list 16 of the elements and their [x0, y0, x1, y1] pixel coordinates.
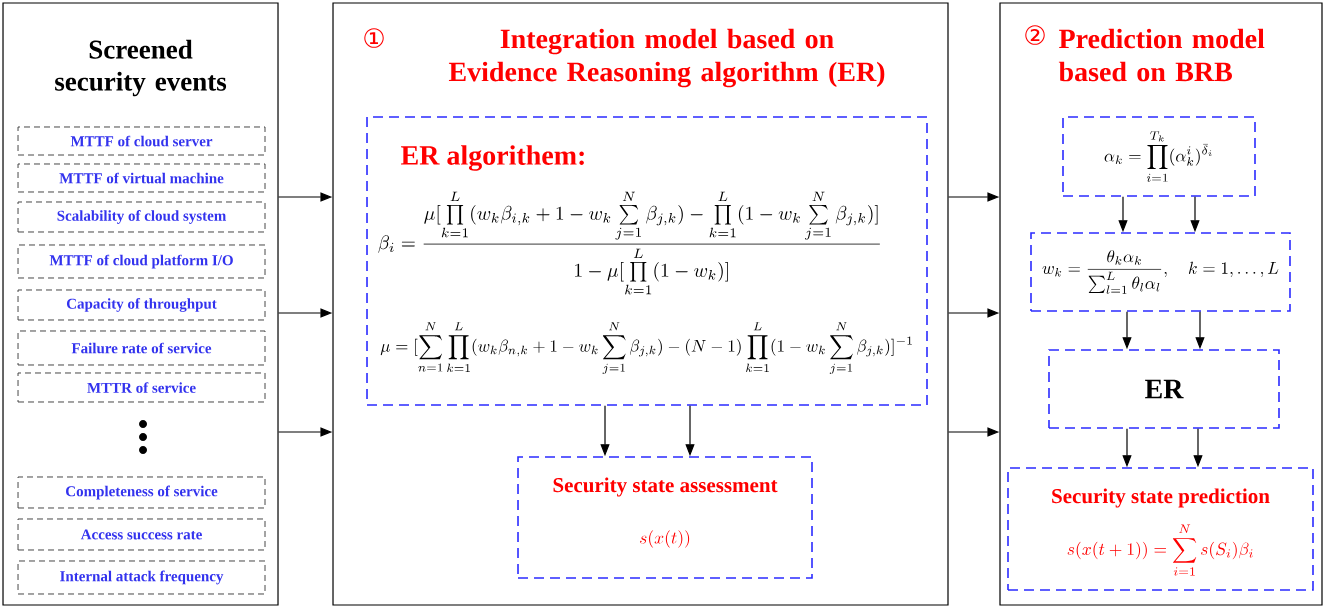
- event-box: MTTF of virtual machine: [17, 163, 266, 193]
- event-box: Completeness of service: [17, 476, 266, 509]
- event-box: MTTR of service: [17, 372, 266, 403]
- formula-box: $w_k=\frac{\theta_k\alpha_k}{\sum_{l=1}^{L}\theta_l\alpha_l},\quad k=1,\ldots,L$: [1030, 232, 1291, 312]
- event-box: Capacity of throughput: [17, 289, 266, 321]
- event-box: MTTF of cloud platform I/O: [17, 244, 266, 279]
- result-box: Security state assessment $s(x(t))$: [517, 456, 813, 579]
- event-box: Access success rate: [17, 518, 266, 551]
- event-box: MTTF of cloud server: [17, 126, 266, 156]
- event-box: Failure rate of service: [17, 330, 266, 366]
- process-box: ER: [1048, 349, 1280, 429]
- event-box: Internal attack frequency: [17, 560, 266, 595]
- result-box: Security state prediction $s(x(t+1))=\sum_{i=1}^{N}s(S_i)\beta_i$: [1007, 467, 1314, 591]
- event-box: Scalability of cloud system: [17, 201, 266, 233]
- formula-box: $\alpha_k=\prod_{i=1}^{T_k}(\alpha_k^i)^{\bar{\delta}_i}$: [1062, 116, 1256, 197]
- algorithm-box: ER algorithem: $\beta_i=\frac{\mu[\prod\limits_{k=1}^{L}(w_k\beta_{i,k}+1-w_k\sum\limits_{j=1}^{N}\beta_{j,k})-\prod\limits_{k=1}^{L}(1-w_k\sum\limits_{j=1}^{N}\beta_{j,k})]}{1-\mu[\prod\limits_{k=1}^{L}(1-w_k)]}$ $\mu=[\sum_{n=1}^{N}\prod_{k=1}^{L}(w_k\beta_{n,k}+1-w_k\sum_{j=1}^{N}\beta_{j,k})-(N-1)\prod_{k=1}^{L}(1-w_k\sum_{j=1}^{N}\beta_{j,k})]^{-1}$: [366, 116, 928, 406]
